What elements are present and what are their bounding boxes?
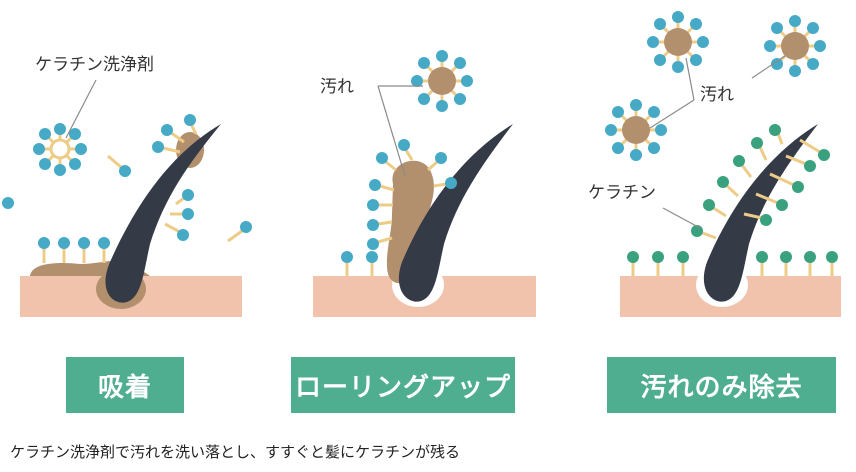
keratin-label: ケラチン bbox=[588, 183, 656, 203]
stage-label-rolling-up: ローリングアップ bbox=[291, 357, 515, 413]
loose-detergent-molecules-1 bbox=[2, 154, 252, 243]
rolled-dirt-2 bbox=[386, 160, 434, 284]
dirt-micelle-2 bbox=[411, 50, 473, 112]
dirt-label-3: 汚れ bbox=[700, 85, 734, 105]
stage-label-dirt-removed: 汚れのみ除去 bbox=[607, 357, 836, 413]
hair-strand-3 bbox=[703, 124, 818, 302]
detergent-on-dirt-2 bbox=[341, 139, 457, 276]
stage-label-adsorption: 吸着 bbox=[66, 357, 184, 413]
dirt-micelle-3c bbox=[605, 99, 667, 161]
dirt-leader-lines-2 bbox=[377, 85, 423, 177]
hair-strand-1 bbox=[105, 124, 221, 303]
hair-strand-2 bbox=[398, 124, 513, 302]
keratin-on-hair-3 bbox=[691, 124, 830, 240]
keratin-on-skin-3 bbox=[627, 251, 838, 276]
detergent-micelle-1 bbox=[33, 123, 87, 176]
panel-dirt-removed: 汚れ ケラチン bbox=[588, 11, 841, 317]
figure-caption: ケラチン洗浄剤で汚れを洗い落とし、すすぐと髪にケラチンが残る bbox=[10, 443, 461, 461]
panel-adsorption: ケラチン洗浄剤 bbox=[2, 55, 252, 317]
dirt-label-2: 汚れ bbox=[320, 77, 354, 97]
detergent-leader-line bbox=[65, 79, 97, 139]
dirt-micelle-3b bbox=[764, 15, 826, 77]
leader-lines-3 bbox=[649, 55, 786, 229]
panel-rolling-up: 汚れ bbox=[313, 50, 536, 317]
detergent-on-dirt-1 bbox=[38, 237, 110, 263]
detergent-label: ケラチン洗浄剤 bbox=[35, 55, 154, 75]
detergent-on-hair-1 bbox=[152, 114, 198, 241]
dirt-micelle-3a bbox=[647, 11, 709, 73]
